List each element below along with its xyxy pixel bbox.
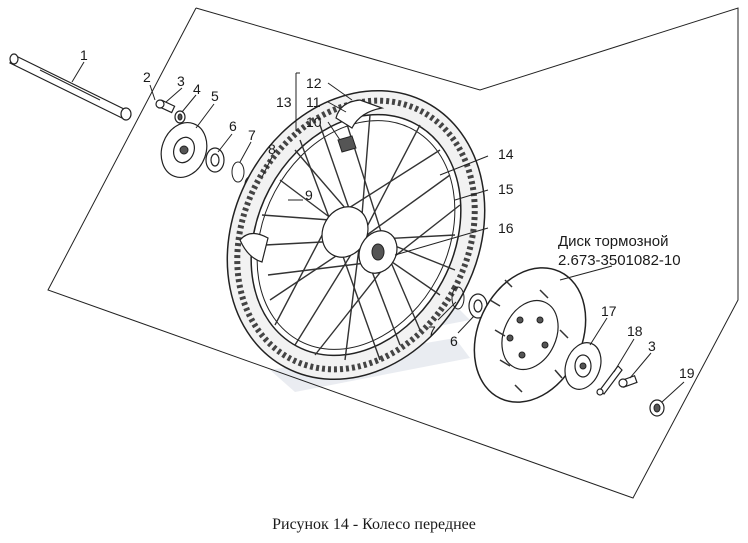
circlip-left	[231, 161, 245, 183]
callout-6-right: 6	[450, 333, 458, 349]
callout-7-right: 7	[428, 323, 436, 339]
callout-4: 4	[193, 81, 201, 97]
disc-label-line2: 2.673-3501082-10	[558, 252, 681, 269]
washer	[174, 110, 186, 124]
circlip-right	[451, 286, 465, 310]
callout-17: 17	[601, 303, 617, 319]
axle	[9, 53, 132, 121]
callout-numbers: 1 2 3 4 5 6 7 8 9 13 12 11 10 14 15 16 7…	[80, 47, 695, 381]
callout-14: 14	[498, 146, 514, 162]
leader-lines	[71, 61, 685, 403]
callout-15: 15	[498, 181, 514, 197]
bearing-right	[468, 293, 488, 319]
callout-5: 5	[211, 88, 219, 104]
callout-3: 3	[177, 73, 185, 89]
callout-2: 2	[143, 69, 151, 85]
hub-cover	[160, 122, 208, 178]
callout-11: 11	[306, 94, 321, 110]
lock-plate	[596, 365, 623, 396]
callout-3-right: 3	[648, 338, 656, 354]
hub-cover-right	[564, 342, 602, 390]
bearing-left	[205, 147, 225, 173]
callout-16: 16	[498, 220, 514, 236]
callout-6: 6	[229, 118, 237, 134]
callout-19: 19	[679, 365, 695, 381]
diagram-frame	[47, 7, 739, 499]
callout-13: 13	[276, 94, 292, 110]
callout-12: 12	[306, 75, 322, 91]
tire-section	[239, 99, 385, 263]
callout-8: 8	[268, 141, 276, 157]
figure-caption: Рисунок 14 - Колесо переднее	[272, 516, 476, 533]
brake-disc	[473, 267, 587, 403]
bolt-right	[618, 375, 638, 388]
nut	[649, 399, 665, 417]
wheel-assembly	[226, 89, 486, 381]
bolt-left	[155, 99, 176, 114]
callout-9: 9	[305, 187, 313, 203]
callout-10: 10	[306, 114, 322, 130]
callout-1: 1	[80, 47, 88, 63]
callout-18: 18	[627, 323, 643, 339]
callout-7: 7	[248, 127, 256, 143]
disc-label-line1: Диск тормозной	[558, 233, 669, 250]
